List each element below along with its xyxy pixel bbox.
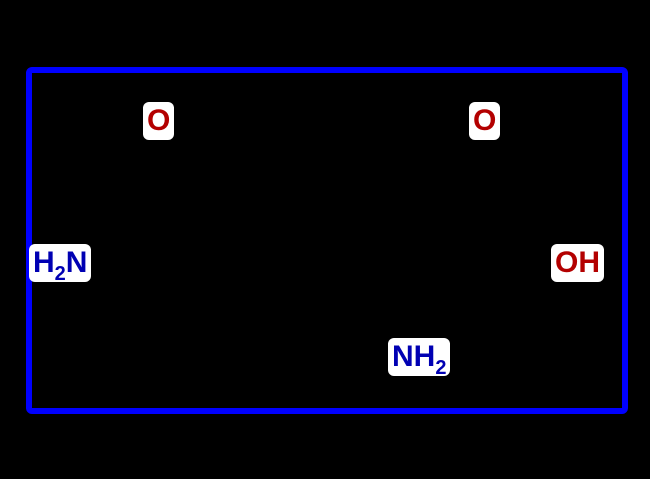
selection-frame [26,67,628,414]
hydroxyl-text: OH [555,246,600,279]
amine-bottom-main: NH [392,340,436,373]
atom-label-amine-left: H2N [29,244,92,285]
oxygen-right-text: O [473,104,497,137]
atom-label-amine-bottom: NH2 [388,338,451,379]
atom-label-oxygen-left: O [143,102,175,140]
amine-left-main: H [33,246,55,279]
oxygen-left-text: O [147,104,171,137]
atom-label-hydroxyl: OH [551,244,604,282]
atom-label-oxygen-right: O [469,102,501,140]
amine-bottom-subscript: 2 [435,357,447,379]
amine-left-tail: N [65,246,88,279]
amine-left-subscript: 2 [54,263,66,285]
